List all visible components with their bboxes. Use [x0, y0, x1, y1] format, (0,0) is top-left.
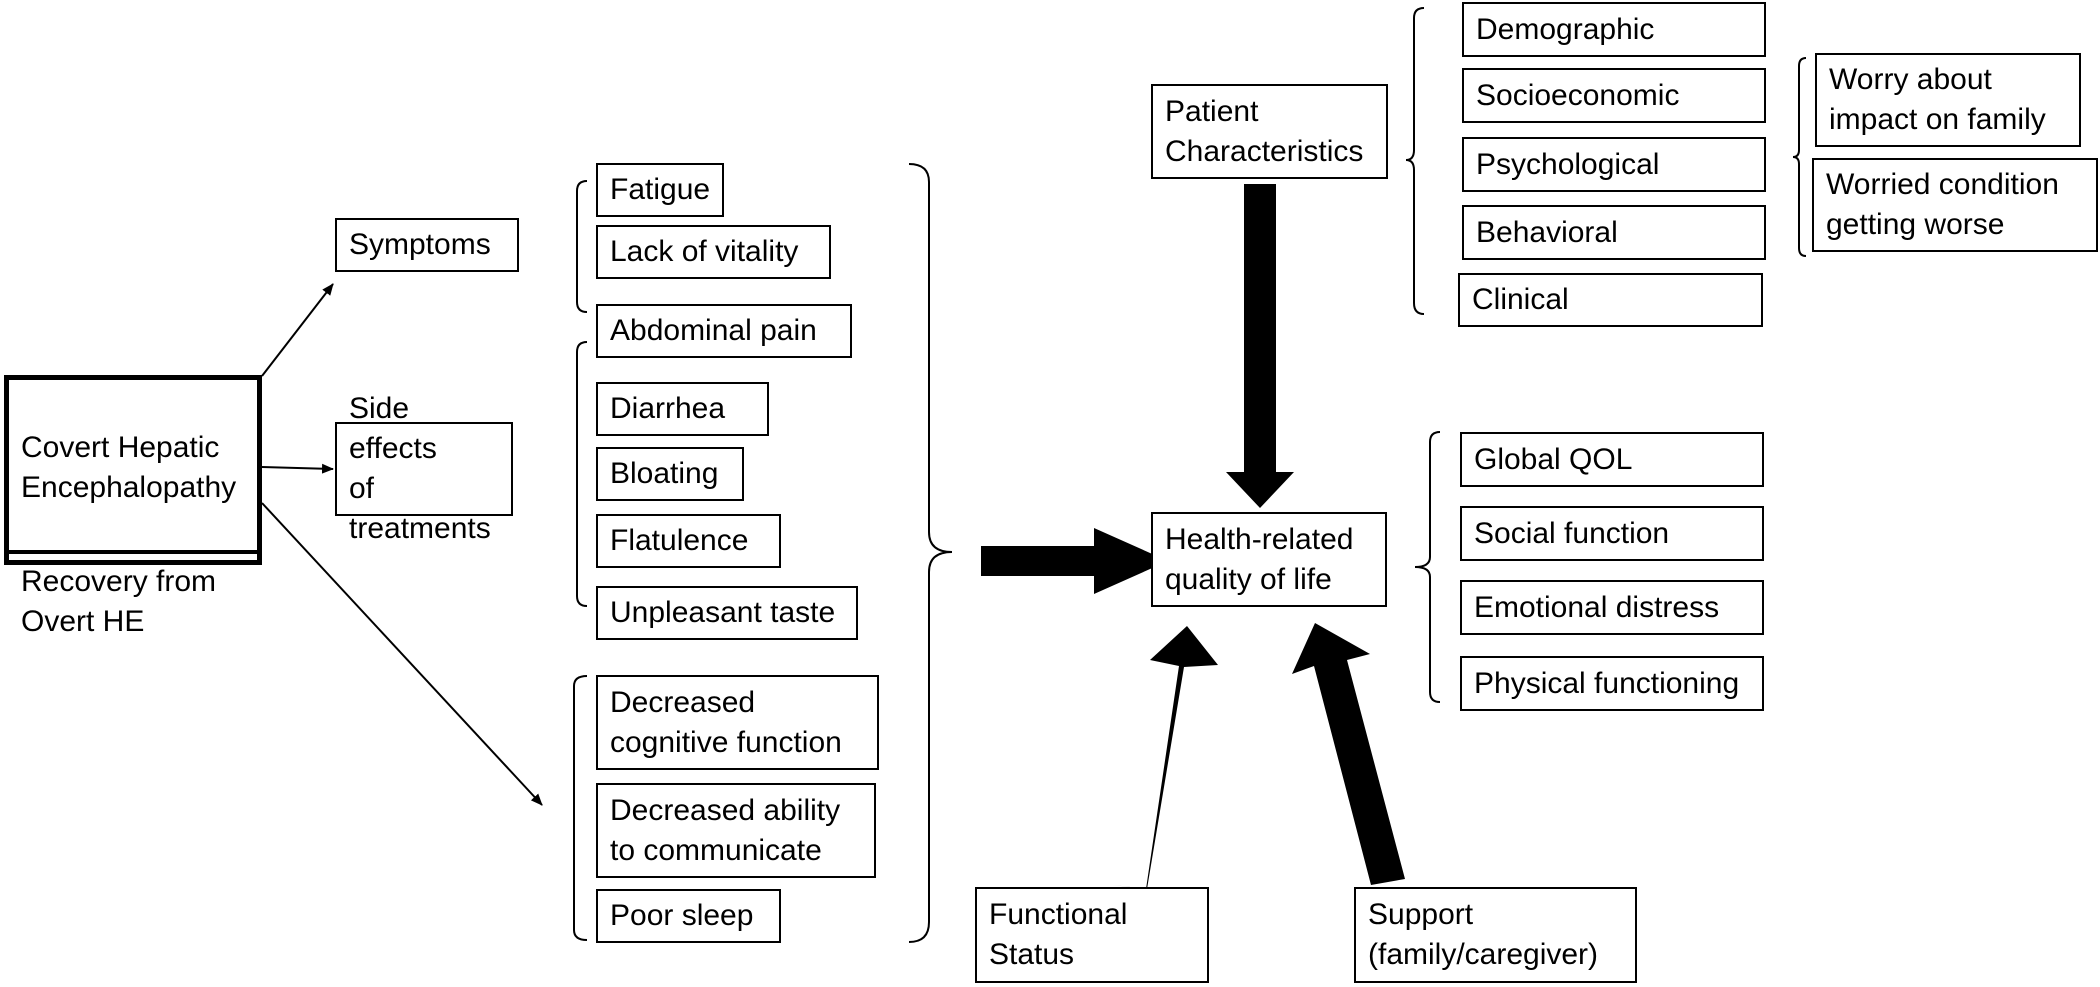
social-function-box: Social function	[1460, 506, 1764, 561]
unpleasant-taste-box: Unpleasant taste	[596, 586, 858, 640]
demographic-box: Demographic	[1462, 2, 1766, 57]
brace-qol-domains	[1414, 431, 1441, 703]
brace-patient-items	[1405, 7, 1425, 315]
functional-status-box: Functional Status	[975, 887, 1209, 983]
worried-condition-worse-box: Worried condition getting worse	[1812, 158, 2098, 252]
thick-arrow-from-patient	[1226, 184, 1294, 508]
psychological-box: Psychological	[1462, 137, 1766, 192]
decreased-cognitive-function-box: Decreased cognitive function	[596, 675, 879, 770]
decreased-ability-communicate-box: Decreased ability to communicate	[596, 783, 876, 878]
abdominal-pain-box: Abdominal pain	[596, 304, 852, 358]
brace-cognitive-items	[573, 675, 588, 941]
worry-impact-family-box: Worry about impact on family	[1815, 53, 2081, 147]
thick-arrow-from-items	[981, 528, 1168, 594]
arrow-to-cognitive	[261, 502, 543, 806]
clinical-box: Clinical	[1458, 273, 1763, 327]
flatulence-box: Flatulence	[596, 514, 781, 568]
covert-he-label: Covert Hepatic Encephalopathy	[21, 431, 237, 504]
arrow-to-side-effects	[261, 463, 334, 474]
lack-of-vitality-box: Lack of vitality	[596, 225, 831, 279]
poor-sleep-box: Poor sleep	[596, 889, 781, 943]
brace-all-items	[908, 163, 953, 943]
health-related-qol-box: Health-related quality of life	[1151, 512, 1387, 607]
patient-characteristics-box: Patient Characteristics	[1151, 84, 1388, 179]
thick-arrow-from-support	[1292, 623, 1405, 885]
bloating-box: Bloating	[596, 447, 744, 501]
global-qol-box: Global QOL	[1460, 432, 1764, 487]
behavioral-box: Behavioral	[1462, 205, 1766, 260]
brace-side-effect-items	[576, 341, 588, 607]
thick-arrow-from-functional	[1113, 626, 1218, 889]
brace-symptom-items	[576, 180, 588, 313]
physical-functioning-box: Physical functioning	[1460, 656, 1764, 711]
support-box: Support (family/caregiver)	[1354, 887, 1637, 983]
side-effects-box: Side effects of treatments	[335, 392, 513, 545]
socioeconomic-box: Socioeconomic	[1462, 68, 1766, 123]
main-condition-box: Covert Hepatic Encephalopathy Recovery f…	[4, 375, 262, 638]
diarrhea-box: Diarrhea	[596, 382, 769, 436]
arrow-to-symptoms	[261, 283, 334, 377]
symptoms-box: Symptoms	[335, 218, 519, 272]
emotional-distress-box: Emotional distress	[1460, 580, 1764, 635]
brace-worry-items	[1792, 57, 1807, 257]
fatigue-box: Fatigue	[596, 163, 724, 217]
recovery-overt-he-label: Recovery from Overt HE	[9, 550, 257, 642]
